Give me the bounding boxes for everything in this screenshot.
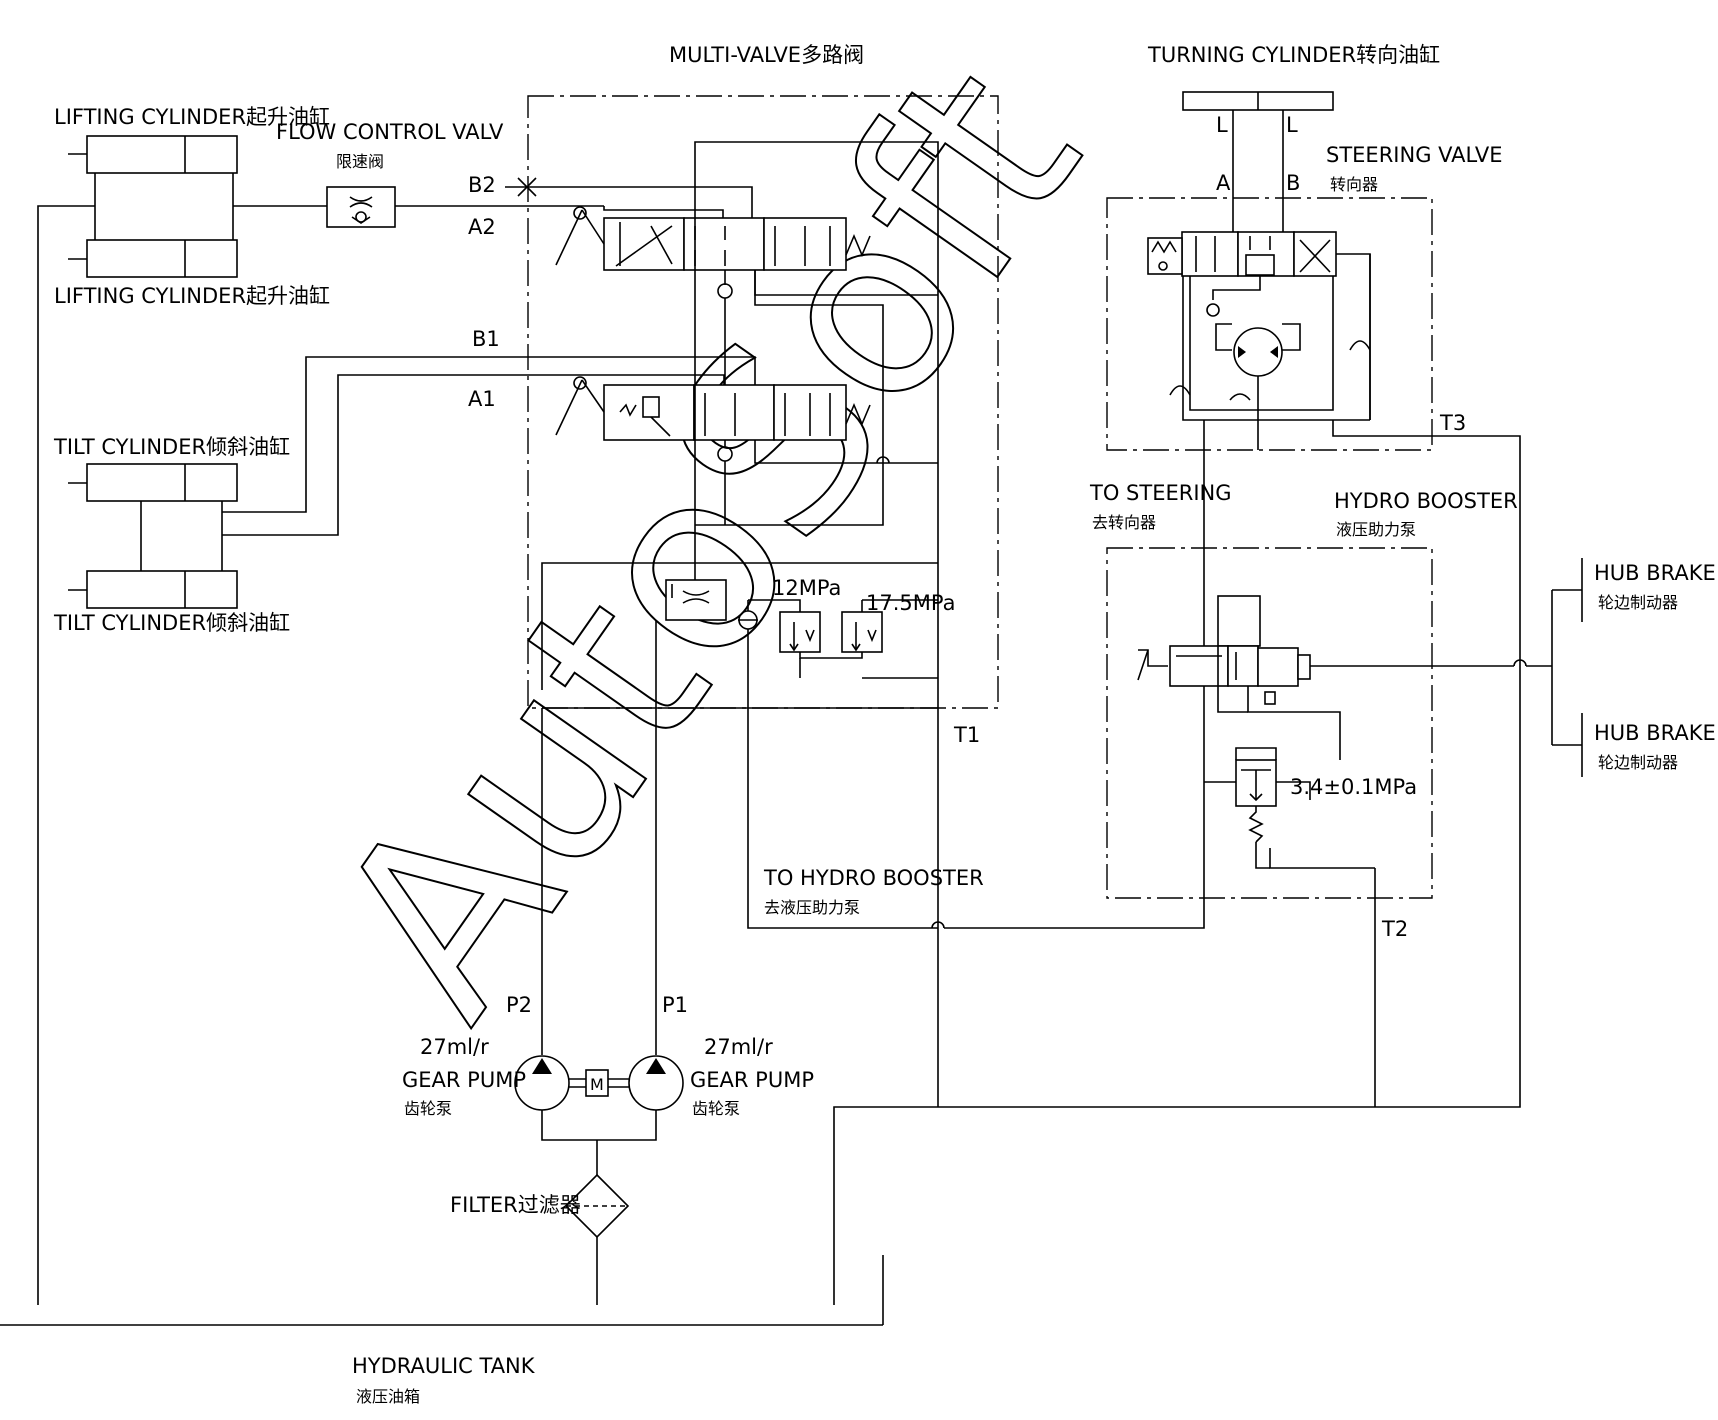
tilt-spool-valve xyxy=(555,376,871,441)
turning-cylinder xyxy=(1182,91,1334,232)
steering-valve-cn-label: 转向器 xyxy=(1330,175,1378,194)
gear-pump-left-label: GEAR PUMP xyxy=(402,1068,526,1092)
port-p1: P1 xyxy=(662,993,688,1017)
hub-brake-1-cn-label: 轮边制动器 xyxy=(1598,593,1678,612)
watermark: AutoSoft xyxy=(280,17,1134,1063)
cylinder-port-l-left: L xyxy=(1216,113,1228,137)
flow-control-valve xyxy=(326,186,604,228)
hydro-booster-cn-label: 液压助力泵 xyxy=(1336,520,1416,539)
to-steering-label: TO STEERING xyxy=(1089,481,1232,505)
tank-return-lines xyxy=(0,205,1521,1326)
hub-brake-2-label: HUB BRAKE xyxy=(1594,721,1716,745)
steering-motor xyxy=(1169,276,1371,450)
pump-motor: M xyxy=(569,1069,629,1097)
tilt-cylinders xyxy=(68,356,756,609)
lifting-cylinder-top-label: LIFTING CYLINDER起升油缸 xyxy=(54,105,330,129)
relief-secondary-pressure: 17.5MPa xyxy=(866,591,955,615)
steering-port-b: B xyxy=(1286,171,1300,195)
to-hydro-booster-lines xyxy=(747,629,1205,929)
gear-pump-left xyxy=(514,1055,570,1111)
lifting-cylinder-bottom-label: LIFTING CYLINDER起升油缸 xyxy=(54,284,330,308)
port-t3: T3 xyxy=(1439,411,1466,435)
hub-brake-1-label: HUB BRAKE xyxy=(1594,561,1716,585)
booster-relief-pressure: 3.4±0.1MPa xyxy=(1290,775,1417,799)
svg-text:M: M xyxy=(590,1075,604,1094)
hydraulic-tank-cn-label: 液压油箱 xyxy=(356,1387,420,1406)
pump-lines xyxy=(541,620,657,1175)
tilt-cylinder-top-label: TILT CYLINDER倾斜油缸 xyxy=(53,435,290,459)
flow-control-valve-label: FLOW CONTROL VALV xyxy=(276,120,504,144)
gear-pump-left-cn-label: 齿轮泵 xyxy=(404,1099,452,1118)
gear-pump-right-flow: 27ml/r xyxy=(704,1035,773,1059)
port-p2: P2 xyxy=(506,993,532,1017)
steering-spool xyxy=(1147,231,1371,420)
booster-relief xyxy=(1204,747,1311,869)
multi-valve-label: MULTI-VALVE多路阀 xyxy=(669,43,864,67)
gear-pump-right-cn-label: 齿轮泵 xyxy=(692,1099,740,1118)
b2-a2-lines xyxy=(505,177,753,218)
steering-valve-boundary xyxy=(1106,197,1433,451)
port-b1: B1 xyxy=(472,327,500,351)
lifting-cylinders xyxy=(68,135,327,278)
filter-label: FILTER过滤器 xyxy=(450,1193,581,1217)
booster-valve xyxy=(1137,595,1350,760)
hub-brake-lines xyxy=(1350,558,1583,777)
hydro-booster-boundary xyxy=(1106,547,1433,899)
gear-pump-right-label: GEAR PUMP xyxy=(690,1068,814,1092)
gear-pump-right xyxy=(628,1055,684,1111)
port-t1: T1 xyxy=(953,723,980,747)
port-a2: A2 xyxy=(468,215,496,239)
tilt-cylinder-bottom-label: TILT CYLINDER倾斜油缸 xyxy=(53,611,290,635)
filter xyxy=(564,1173,630,1305)
port-b2: B2 xyxy=(468,173,496,197)
to-steering-cn-label: 去转向器 xyxy=(1092,513,1156,532)
turning-cylinder-label: TURNING CYLINDER转向油缸 xyxy=(1147,43,1440,67)
flow-control-valve-cn-label: 限速阀 xyxy=(336,152,384,171)
relief-main-pressure: 12MPa xyxy=(772,576,841,600)
priority-relief-section xyxy=(541,562,938,709)
to-hydro-booster-label: TO HYDRO BOOSTER xyxy=(763,866,984,890)
hydraulic-tank-label: HYDRAULIC TANK xyxy=(352,1354,536,1378)
lift-spool-valve xyxy=(555,206,871,271)
to-hydro-booster-cn-label: 去液压助力泵 xyxy=(764,898,860,917)
steering-valve-label: STEERING VALVE xyxy=(1326,143,1503,167)
cylinder-port-l-right: L xyxy=(1286,113,1298,137)
hub-brake-2-cn-label: 轮边制动器 xyxy=(1598,753,1678,772)
steering-supply-lines xyxy=(1203,420,1433,860)
multi-valve-internal-lines xyxy=(694,141,939,690)
steering-port-a: A xyxy=(1216,171,1231,195)
gear-pump-left-flow: 27ml/r xyxy=(420,1035,489,1059)
hydro-booster-label: HYDRO BOOSTER xyxy=(1334,489,1518,513)
port-t2: T2 xyxy=(1381,917,1408,941)
port-a1: A1 xyxy=(468,387,496,411)
